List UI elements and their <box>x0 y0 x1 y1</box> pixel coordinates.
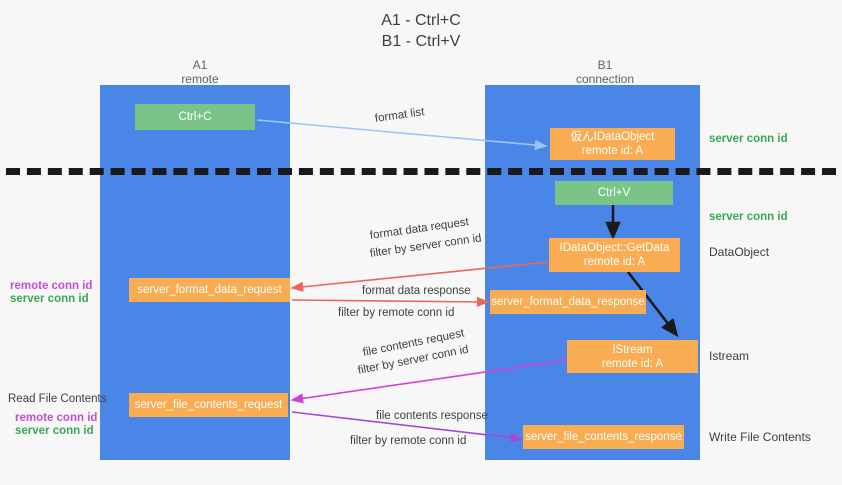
remote-conn-id-text: remote conn id <box>378 307 455 319</box>
left-label-server-conn-id-1: server conn id <box>10 293 89 305</box>
annotation-file-contents-response: file contents response <box>376 410 488 422</box>
node-idataobject[interactable]: 仮んIDataObject remote id: A <box>550 128 675 160</box>
annotation-format-data-response-filter: filter by remote conn id <box>338 306 454 320</box>
right-label-dataobject: DataObject <box>709 245 770 259</box>
left-label-remote-conn-id-1: remote conn id <box>10 280 93 292</box>
lane-header-a1: A1 remote <box>181 58 219 86</box>
node-server-file-contents-request[interactable]: server_file_contents_request <box>129 393 288 417</box>
right-label-istream: Istream <box>709 349 750 363</box>
annotation-format-list: format list <box>374 106 426 125</box>
annotation-file-contents-response-filter: filter by remote conn id <box>350 434 466 448</box>
right-label-server-conn-id-top: server conn id <box>709 133 788 145</box>
node-ctrl-c[interactable]: Ctrl+C <box>135 104 255 130</box>
filter-by-text: filter by <box>356 357 399 377</box>
left-label-server-conn-id-2: server conn id <box>15 425 94 437</box>
right-label-write-file-contents: Write File Contents <box>709 430 811 444</box>
arrow-format-data-response <box>291 296 490 308</box>
filter-by-text: filter by <box>369 242 411 260</box>
lane-header-b1: B1 connection <box>575 58 635 86</box>
node-ctrl-v[interactable]: Ctrl+V <box>555 181 673 205</box>
node-server-format-data-request[interactable]: server_format_data_request <box>129 278 290 302</box>
right-label-server-conn-id-mid: server conn id <box>709 211 788 223</box>
node-idataobject-getdata[interactable]: IDataObject::GetData remote id: A <box>549 238 680 272</box>
left-label-remote-conn-id-2: remote conn id <box>15 412 98 424</box>
filter-by-text: filter by <box>338 307 379 319</box>
remote-conn-id-text: remote conn id <box>390 435 467 447</box>
node-server-file-contents-response[interactable]: server_file_contents_response <box>523 425 684 449</box>
phase-divider <box>6 168 836 175</box>
left-label-read-file-contents: Read File Contents <box>8 393 107 405</box>
node-server-format-data-response[interactable]: server_format_data_response <box>490 290 646 314</box>
filter-by-text: filter by <box>350 435 391 447</box>
page-title: A1 - Ctrl+C B1 - Ctrl+V <box>381 12 461 50</box>
node-istream[interactable]: IStream remote id: A <box>567 340 698 373</box>
annotation-format-data-response: format data response <box>362 285 471 297</box>
